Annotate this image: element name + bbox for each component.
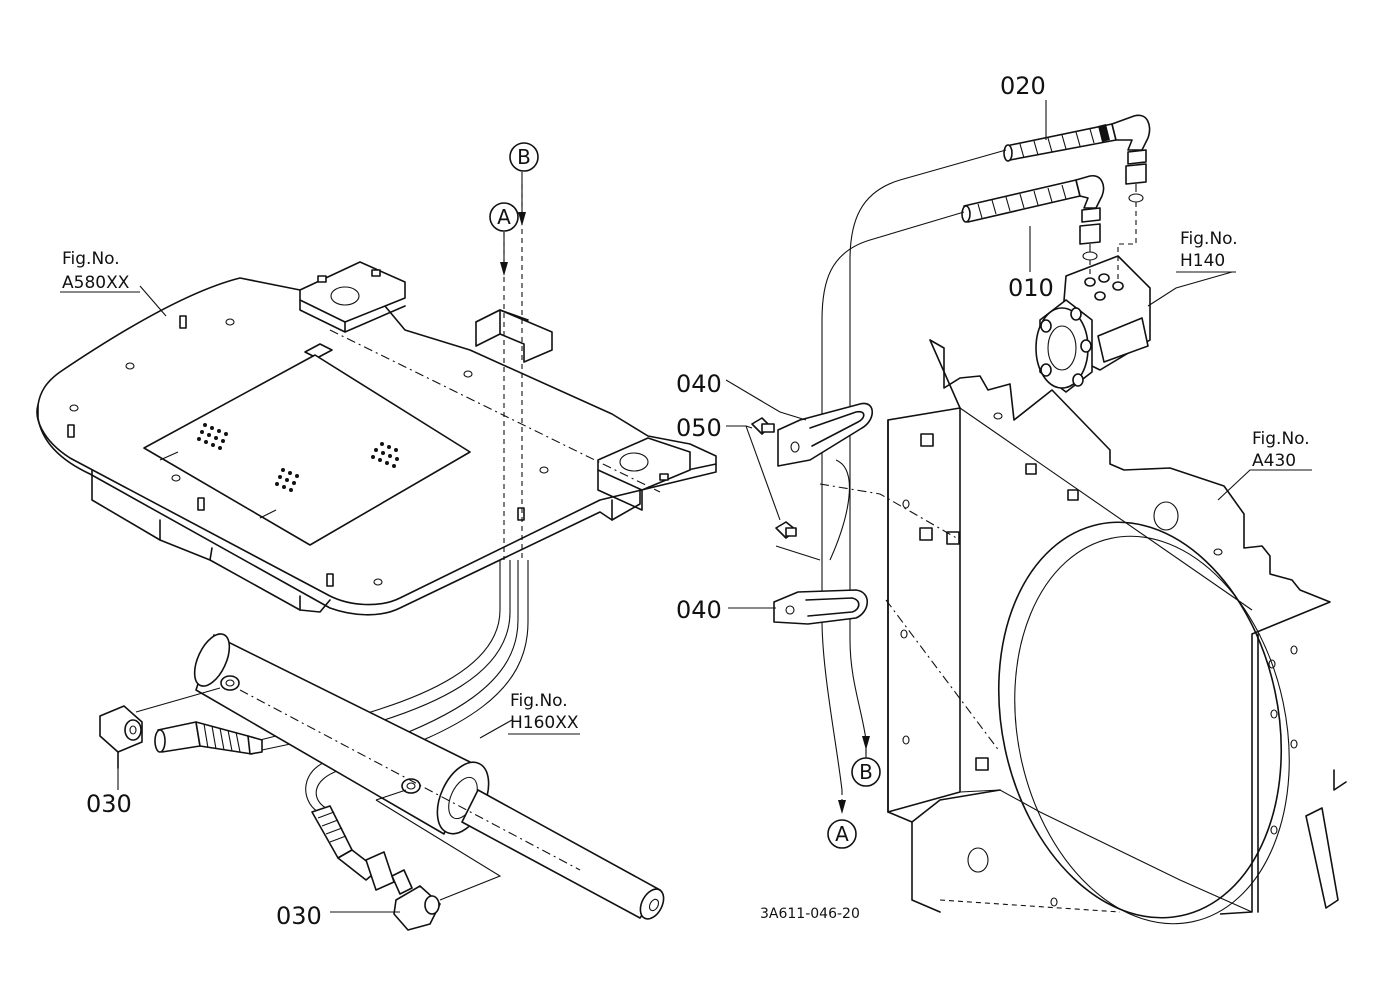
fitting-centerlines <box>1089 202 1137 282</box>
svg-text:B: B <box>517 145 531 169</box>
connector-a-bottom: A <box>827 819 857 849</box>
part-label-020: 020 <box>1000 72 1046 100</box>
part-label-010: 010 <box>1008 274 1054 302</box>
radiator-shroud <box>819 339 1347 925</box>
svg-text:A580XX: A580XX <box>62 273 130 293</box>
elbow-fitting-030-upper <box>99 705 143 769</box>
figure-reference-a580xx: Fig.No. A580XX <box>60 249 140 293</box>
elbow-fitting-030-lower <box>391 869 441 931</box>
hose-guide-bracket <box>475 309 553 363</box>
leader-lines-left <box>117 285 513 913</box>
svg-text:H140: H140 <box>1180 251 1225 271</box>
part-label-050: 050 <box>676 414 722 442</box>
svg-text:Fig.No.: Fig.No. <box>510 691 568 711</box>
part-label-040-upper: 040 <box>676 370 722 398</box>
svg-text:Fig.No.: Fig.No. <box>1180 229 1238 249</box>
figure-reference-h160xx: Fig.No. H160XX <box>508 691 580 735</box>
part-label-030-upper: 030 <box>86 790 132 818</box>
bolt-050-lower <box>775 521 797 539</box>
svg-text:A: A <box>497 205 511 229</box>
hose-end-fitting-lower <box>311 805 395 891</box>
diagram-code: 3A611-046-20 <box>760 906 860 922</box>
svg-text:A: A <box>835 822 849 846</box>
svg-text:Fig.No.: Fig.No. <box>1252 429 1310 449</box>
connector-arrows <box>500 172 870 814</box>
bolt-050-upper <box>751 417 775 435</box>
hose-end-fitting-upper <box>154 721 263 755</box>
hose-clamp-040-lower <box>773 589 869 625</box>
svg-text:B: B <box>859 760 873 784</box>
hose-clamp-040-upper <box>777 402 874 467</box>
connector-a-top: A <box>489 202 519 232</box>
steering-cylinder <box>193 633 665 920</box>
svg-text:H160XX: H160XX <box>510 713 579 733</box>
hose-010 <box>961 175 1105 261</box>
connector-b-top: B <box>509 142 539 172</box>
perforation-cluster <box>197 423 399 492</box>
svg-text:A430: A430 <box>1252 451 1296 471</box>
svg-text:Fig.No.: Fig.No. <box>62 249 120 269</box>
part-label-040-lower: 040 <box>676 596 722 624</box>
hose-020 <box>1003 114 1151 203</box>
steering-unit <box>1035 255 1151 393</box>
figure-reference-a430: Fig.No. A430 <box>1250 429 1312 471</box>
part-label-030-lower: 030 <box>276 902 322 930</box>
figure-reference-h140: Fig.No. H140 <box>1176 229 1238 273</box>
connector-b-bottom: B <box>851 757 881 787</box>
deck-plate-assembly <box>36 261 717 616</box>
